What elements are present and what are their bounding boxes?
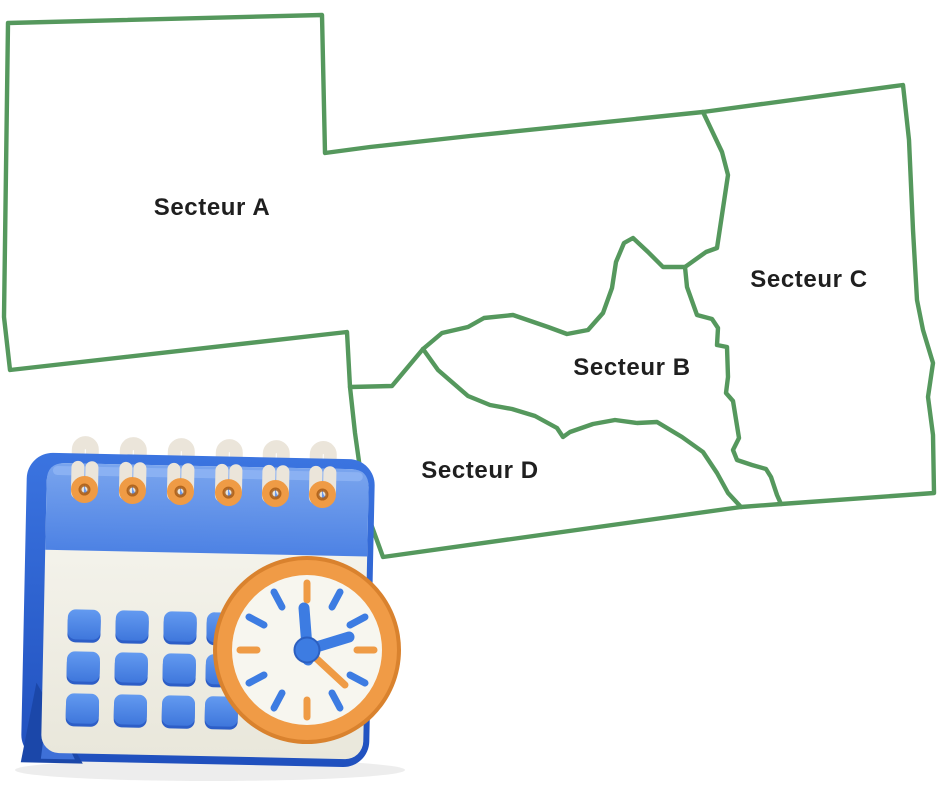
border-sector-b-d <box>420 346 744 510</box>
calendar-clock-illustration <box>15 436 405 781</box>
calendar-body <box>20 436 375 768</box>
ring-grommets <box>70 476 336 509</box>
sector-label-d: Secteur D <box>421 457 539 484</box>
clock-icon <box>213 556 401 744</box>
border-sector-a-b <box>420 235 688 352</box>
clock-center-cap <box>293 636 321 664</box>
sector-label-c: Secteur C <box>750 266 868 293</box>
sector-label-b: Secteur B <box>573 354 691 381</box>
map-outer-boundary <box>1 12 937 560</box>
clock-tick-marks <box>236 579 378 721</box>
border-sector-b-c <box>682 264 784 507</box>
map-borders <box>1 12 937 560</box>
border-sector-a-d <box>347 346 426 390</box>
border-sector-a-c <box>682 109 731 270</box>
spiral-ring-loops <box>70 436 337 509</box>
sector-label-a: Secteur A <box>153 194 271 221</box>
